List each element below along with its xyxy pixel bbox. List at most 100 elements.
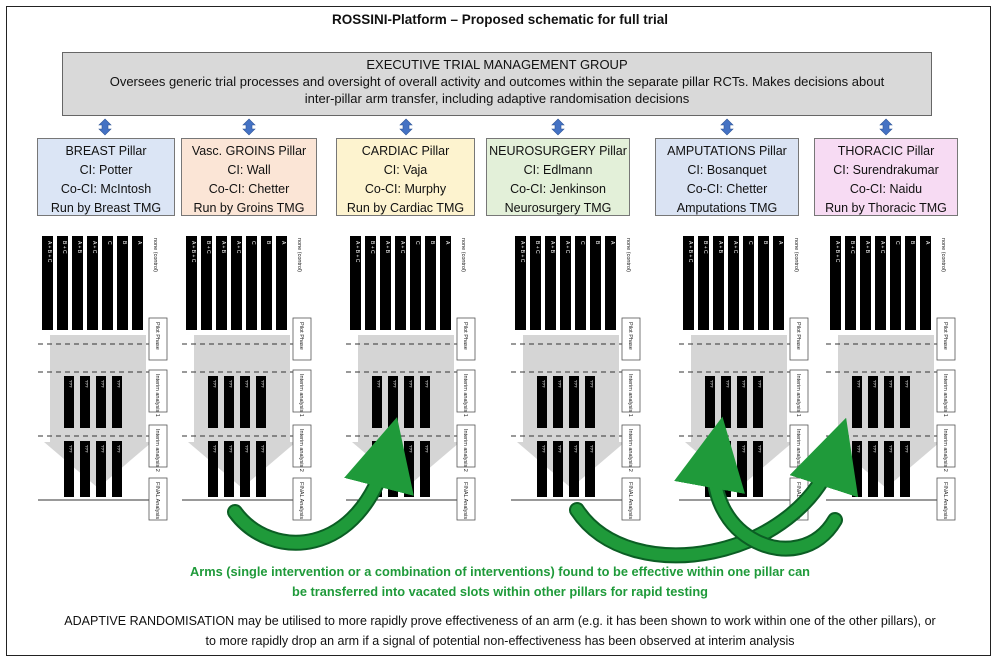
transfer-note-line-2: be transferred into vacated slots within… xyxy=(292,584,708,599)
arm-bar xyxy=(860,236,871,330)
control-label: none (control) xyxy=(625,238,631,272)
pillar-ci: CI: Surendrakumar xyxy=(833,163,939,177)
arm-bar xyxy=(112,376,122,428)
stage-label-box xyxy=(936,477,956,521)
arm-bar xyxy=(276,236,287,330)
stage-label-box xyxy=(621,477,641,521)
arm-bar xyxy=(905,236,916,330)
arm-label: ??? xyxy=(244,380,249,388)
stage-label-box xyxy=(456,317,476,361)
arm-bar xyxy=(240,376,250,428)
arm-bar xyxy=(569,376,579,428)
arm-label: ??? xyxy=(725,380,730,388)
pillar-coci: Co-CI: McIntosh xyxy=(60,182,152,196)
stage-label-box xyxy=(936,424,956,468)
arm-label: B xyxy=(594,241,600,245)
arm-label: B xyxy=(762,241,768,245)
arm-label: ??? xyxy=(757,445,762,453)
pillar-ci: CI: Potter xyxy=(79,163,133,177)
arm-bar xyxy=(683,236,694,330)
stage-label: Interim analysis 2 xyxy=(627,429,633,472)
arm-label: A + B xyxy=(549,241,555,254)
arm-label: ??? xyxy=(100,380,105,388)
arm-bar xyxy=(42,236,53,330)
arm-bar xyxy=(537,441,547,497)
arm-label: C xyxy=(894,241,900,245)
arm-label: B xyxy=(429,241,435,245)
pillar-name: CARDIAC Pillar xyxy=(361,144,450,158)
arm-label: ??? xyxy=(741,380,746,388)
arm-label: A + B + C xyxy=(46,241,52,263)
arm-bar xyxy=(553,441,563,497)
arm-bar xyxy=(530,236,541,330)
arm-label: B + C xyxy=(369,241,375,254)
pillar-coci: Co-CI: Jenkinson xyxy=(510,182,606,196)
arm-label: ??? xyxy=(741,445,746,453)
arm-label: A + B + C xyxy=(190,241,196,263)
arm-bar xyxy=(698,236,709,330)
pillar-breast: BREAST Pillar CI: Potter Co-CI: McIntosh… xyxy=(37,138,175,216)
pillar-name: AMPUTATIONS Pillar xyxy=(667,144,787,158)
stage-label-box xyxy=(148,369,168,413)
figure-title: ROSSINI-Platform – Proposed schematic fo… xyxy=(331,12,669,27)
arm-bar xyxy=(569,441,579,497)
arm-bar xyxy=(208,376,218,428)
pillar-ci: CI: Vaja xyxy=(383,163,428,177)
arm-bar xyxy=(585,376,595,428)
stage-label-box xyxy=(292,424,312,468)
stage-label: Pilot Phase xyxy=(942,322,948,350)
stage-label-box xyxy=(456,477,476,521)
adaptive-note-line-2: to more rapidly drop an arm if a signal … xyxy=(205,634,795,648)
pillar-thoracic: THORACIC Pillar CI: Surendrakumar Co-CI:… xyxy=(814,138,958,216)
executive-group-box: EXECUTIVE TRIAL MANAGEMENT GROUP Oversee… xyxy=(62,52,932,116)
pillar-run: Run by Cardiac TMG xyxy=(346,201,465,215)
stage-label: FINAL Analysis xyxy=(942,482,948,519)
arm-bar xyxy=(420,376,430,428)
arm-label: ??? xyxy=(408,380,413,388)
stage-label: FINAL Analysis xyxy=(154,482,160,519)
arm-bar xyxy=(410,236,421,330)
stage-label: Pilot Phase xyxy=(298,322,304,350)
arm-label: C xyxy=(747,241,753,245)
arm-label: A + C xyxy=(235,241,241,254)
arm-bar xyxy=(224,376,234,428)
double-arrow-icon xyxy=(98,118,112,136)
arm-bar xyxy=(875,236,886,330)
pillar-name: BREAST Pillar xyxy=(65,144,147,158)
arm-bar xyxy=(388,376,398,428)
arm-label: ??? xyxy=(408,445,413,453)
pillar-run: Run by Breast TMG xyxy=(50,201,162,215)
arm-label: ??? xyxy=(589,445,594,453)
arm-bar xyxy=(440,236,451,330)
double-arrow-icon xyxy=(720,118,734,136)
arm-label: ??? xyxy=(84,445,89,453)
arm-label: ??? xyxy=(424,380,429,388)
arm-label: A xyxy=(444,241,450,245)
arm-label: ??? xyxy=(573,380,578,388)
arm-bar xyxy=(868,376,878,428)
arm-label: ??? xyxy=(68,445,73,453)
arm-label: A xyxy=(609,241,615,245)
arm-bar xyxy=(112,441,122,497)
arm-label: B + C xyxy=(849,241,855,254)
stage-label-box xyxy=(292,369,312,413)
arm-label: ??? xyxy=(212,445,217,453)
arm-bar xyxy=(395,236,406,330)
arm-label: A + C xyxy=(91,241,97,254)
arm-bar xyxy=(743,236,754,330)
arm-label: ??? xyxy=(757,380,762,388)
arm-bar xyxy=(900,441,910,497)
arm-label: ??? xyxy=(557,380,562,388)
stage-label: Interim analysis 1 xyxy=(795,374,801,417)
arm-label: ??? xyxy=(116,445,121,453)
arm-bar xyxy=(575,236,586,330)
arm-bar xyxy=(590,236,601,330)
arm-label: A xyxy=(777,241,783,245)
arm-label: A + B xyxy=(717,241,723,254)
arm-bar xyxy=(890,236,901,330)
arm-bar xyxy=(852,376,862,428)
arm-label: ??? xyxy=(260,380,265,388)
